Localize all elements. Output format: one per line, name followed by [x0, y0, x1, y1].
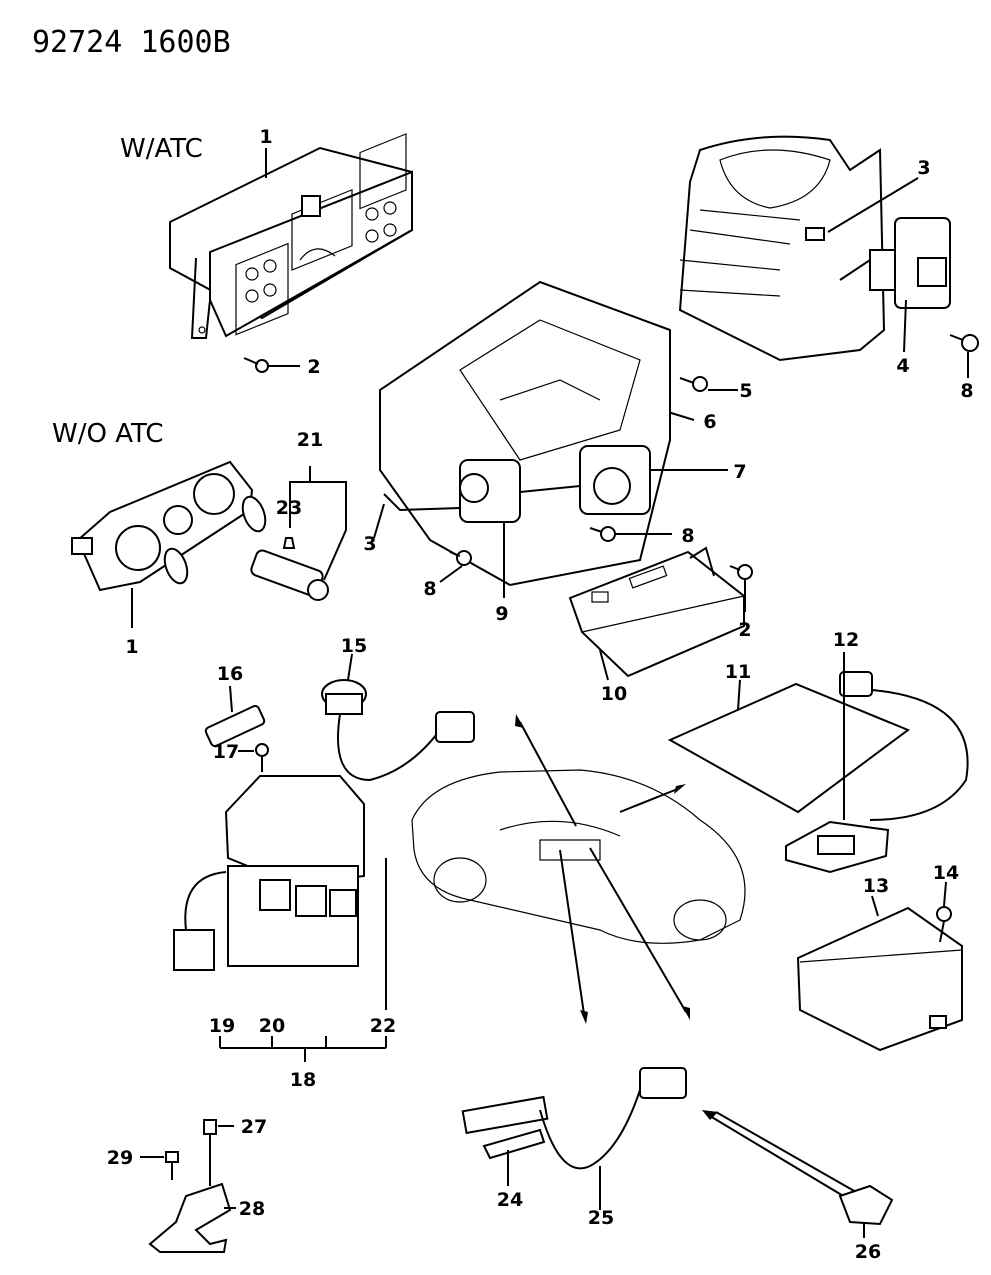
manual-control-panel: [71, 460, 267, 592]
leader-line: [373, 503, 385, 539]
callout-label: 4: [896, 355, 909, 377]
callout-label: 7: [733, 461, 746, 483]
variant-label-with-atc: W/ATC: [120, 134, 203, 164]
bracket-icon: [148, 1119, 232, 1253]
screw-icon: [449, 550, 472, 566]
atc-control-panel: [169, 133, 413, 339]
recirc-actuator-icon: [383, 459, 521, 523]
ac-unit-housing: [379, 280, 671, 587]
callout-label: 3: [363, 533, 376, 555]
callout-label: 14: [933, 862, 959, 884]
leader-line: [667, 411, 695, 421]
leader-line: [347, 653, 353, 681]
callout-label: 23: [276, 497, 302, 519]
leader-bracket: [219, 1036, 387, 1062]
cover-plate: [667, 682, 911, 814]
callout-label: 22: [370, 1015, 396, 1037]
damper-actuator-icon: [519, 445, 651, 515]
callout-label: 19: [209, 1015, 235, 1037]
screw-icon: [679, 376, 708, 392]
callout-label: 10: [601, 683, 627, 705]
callout-label: 17: [213, 741, 239, 763]
leader-line: [827, 177, 919, 233]
screw-icon: [936, 906, 952, 943]
relay-block: [173, 775, 387, 1010]
callout-label: 6: [703, 411, 716, 433]
callout-label: 29: [107, 1147, 133, 1169]
screw-icon: [729, 564, 753, 580]
leader-line: [599, 649, 609, 681]
callout-label: 12: [833, 629, 859, 651]
callout-label: 15: [341, 635, 367, 657]
pointer-arrows: [515, 714, 690, 1024]
sensor-with-harness-icon: [321, 679, 475, 782]
leader-bracket: [289, 466, 347, 581]
bolt-icon: [165, 1151, 179, 1180]
callout-label: 11: [725, 661, 751, 683]
screw-icon: [949, 334, 979, 352]
callout-label: 28: [239, 1198, 265, 1220]
leader-line: [943, 881, 947, 907]
bulb-icon: [282, 537, 296, 549]
callout-label: 8: [960, 380, 973, 402]
leader-line: [737, 679, 741, 711]
callout-label: 2: [738, 619, 751, 641]
callout-label: 26: [855, 1241, 881, 1263]
bulb-socket-icon: [250, 549, 329, 601]
callout-label: 5: [739, 380, 752, 402]
callout-label: 13: [863, 875, 889, 897]
variant-label-without-atc: W/O ATC: [52, 419, 163, 449]
control-module: [568, 546, 745, 678]
callout-label: 9: [495, 603, 508, 625]
leader-line: [229, 685, 233, 713]
control-unit-box: [796, 906, 963, 1052]
vehicle-outline: [411, 769, 746, 944]
callout-label: 20: [259, 1015, 285, 1037]
callout-label: 16: [217, 663, 243, 685]
callout-label: 1: [259, 126, 272, 148]
heater-unit: [678, 135, 886, 362]
callout-label: 1: [125, 636, 138, 658]
screw-icon: [589, 526, 616, 542]
callout-label: 3: [917, 157, 930, 179]
callout-label: 2: [307, 356, 320, 378]
screw-icon: [243, 357, 269, 373]
callout-label: 24: [497, 1189, 523, 1211]
leader-line: [871, 895, 879, 917]
sensor-cable-icon: [702, 1110, 894, 1226]
callout-label: 8: [423, 578, 436, 600]
callout-label: 18: [290, 1069, 316, 1091]
actuator-motor-icon: [839, 217, 951, 309]
sensor-icon: [204, 704, 266, 748]
callout-label: 21: [297, 429, 323, 451]
callout-label: 8: [681, 525, 694, 547]
diagram-code: 92724 1600B: [32, 25, 231, 60]
leader-line: [903, 299, 907, 353]
callout-label: 25: [588, 1207, 614, 1229]
connector-icon: [805, 227, 825, 241]
sensor-probe-icon: [461, 1095, 549, 1160]
callout-label: 27: [241, 1116, 267, 1138]
harness-icon: [539, 1067, 687, 1170]
leader-line: [439, 565, 463, 583]
switch-with-harness-icon: [785, 671, 969, 874]
screw-icon: [255, 743, 269, 772]
